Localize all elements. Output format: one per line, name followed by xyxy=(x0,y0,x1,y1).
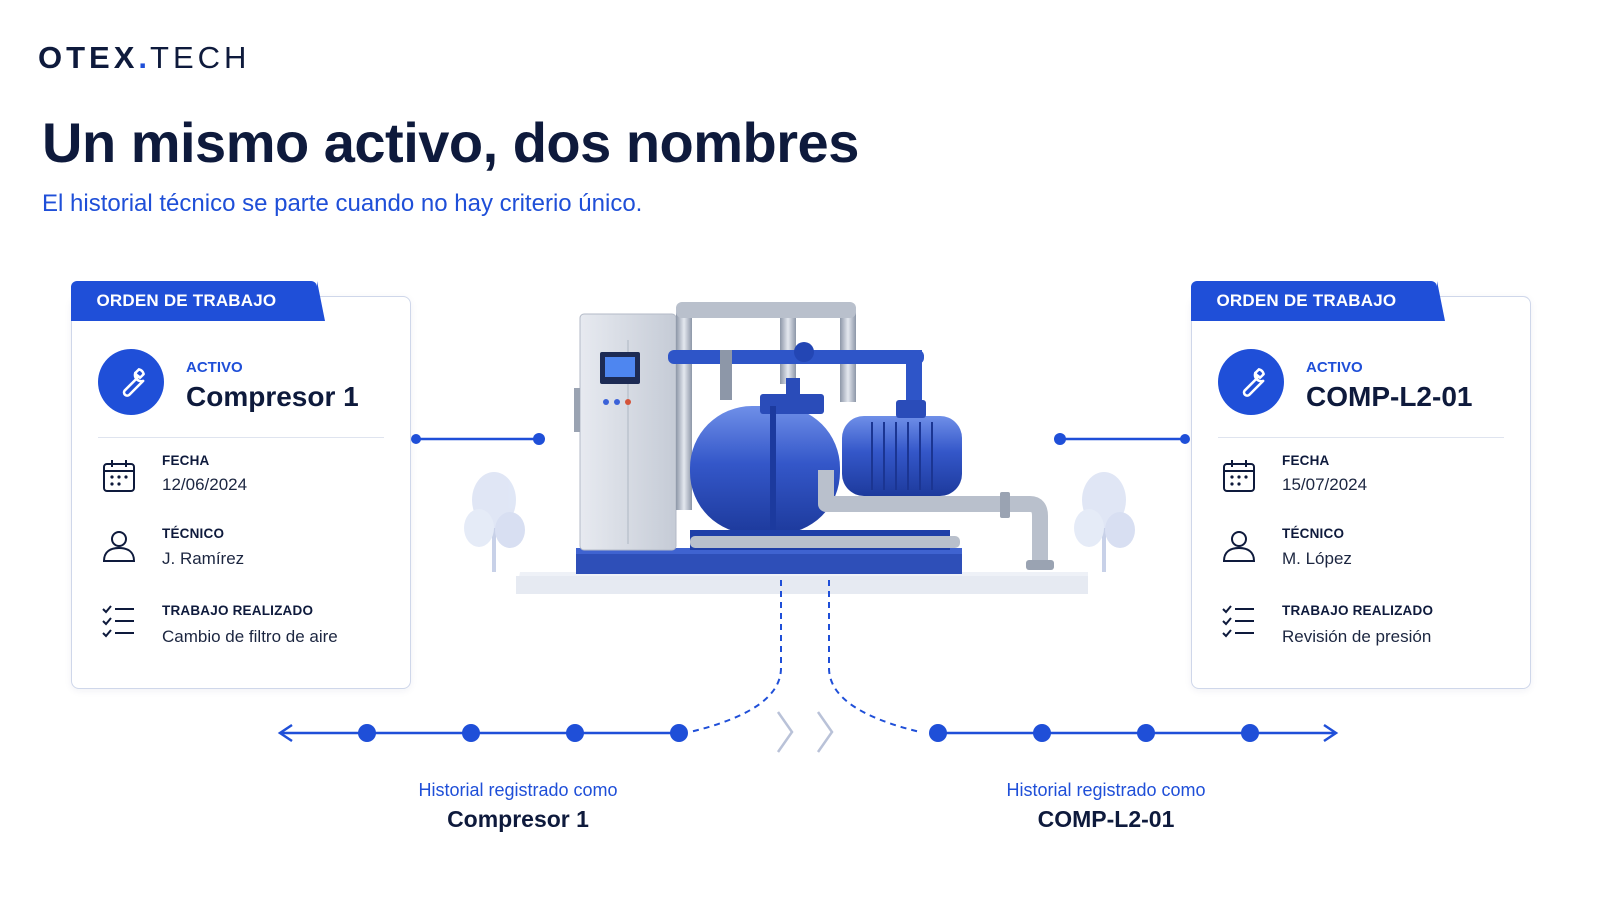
brand-separator: . xyxy=(138,40,151,75)
technician-label: TÉCNICO xyxy=(162,526,225,541)
tree-icon xyxy=(1074,472,1135,572)
asset-name: Compresor 1 xyxy=(186,381,359,412)
work-order-card-right: ORDEN DE TRABAJO ACTIVO COMP-L2-01 FECHA… xyxy=(1190,281,1531,689)
user-icon xyxy=(102,531,136,562)
timeline-node xyxy=(929,724,947,742)
technician-label: TÉCNICO xyxy=(1282,526,1345,541)
asset-label: ACTIVO xyxy=(1306,359,1363,376)
brand-part1: OTEX xyxy=(38,40,139,75)
timeline-node xyxy=(462,724,480,742)
calendar-icon xyxy=(1223,460,1255,492)
work-order-tab: ORDEN DE TRABAJO xyxy=(70,281,325,321)
work-done-value: Revisión de presión xyxy=(1282,627,1432,646)
outlet-pipe xyxy=(690,470,1054,570)
wrench-icon xyxy=(1218,349,1284,415)
date-label: FECHA xyxy=(162,453,210,468)
timeline-node xyxy=(358,724,376,742)
work-done-label: TRABAJO REALIZADO xyxy=(1282,603,1434,618)
page-subtitle: El historial técnico se parte cuando no … xyxy=(42,190,643,217)
card-divider xyxy=(98,437,384,438)
timeline-node xyxy=(1033,724,1051,742)
asset-name: COMP-L2-01 xyxy=(1306,381,1473,412)
work-order-card-left: ORDEN DE TRABAJO ACTIVO Compresor 1 FECH… xyxy=(70,281,411,689)
date-label: FECHA xyxy=(1282,453,1330,468)
date-value: 12/06/2024 xyxy=(162,475,248,494)
date-value: 15/07/2024 xyxy=(1282,475,1368,494)
history-name-left: Compresor 1 xyxy=(447,806,589,832)
connector-left xyxy=(411,433,545,445)
checklist-icon xyxy=(1222,605,1254,638)
timeline-node xyxy=(566,724,584,742)
history-caption-left: Historial registrado como xyxy=(418,780,618,800)
break-icon xyxy=(776,711,834,753)
technician-value: J. Ramírez xyxy=(162,549,245,568)
platform xyxy=(516,548,1088,594)
control-cabinet xyxy=(574,313,677,551)
tree-icon xyxy=(464,472,525,572)
page-title: Un mismo activo, dos nombres xyxy=(42,111,859,174)
card-divider xyxy=(1218,437,1504,438)
history-name-right: COMP-L2-01 xyxy=(1037,806,1175,832)
brand-logo: OTEX.TECH xyxy=(38,40,250,76)
technician-value: M. López xyxy=(1282,549,1352,568)
pipe-manifold xyxy=(668,302,924,510)
asset-label: ACTIVO xyxy=(186,359,243,376)
work-done-label: TRABAJO REALIZADO xyxy=(162,603,314,618)
timeline-node xyxy=(1241,724,1259,742)
split-lines xyxy=(689,580,921,733)
timeline-node xyxy=(670,724,688,742)
history-caption-right: Historial registrado como xyxy=(1006,780,1206,800)
work-done-value: Cambio de filtro de aire xyxy=(162,627,338,646)
work-order-tab: ORDEN DE TRABAJO xyxy=(1190,281,1445,321)
user-icon xyxy=(1222,531,1256,562)
timeline-node xyxy=(1137,724,1155,742)
calendar-icon xyxy=(103,460,135,492)
timeline-left xyxy=(277,723,688,743)
compressor-motor xyxy=(842,400,962,496)
wrench-icon xyxy=(98,349,164,415)
timeline-right xyxy=(929,723,1339,743)
brand-part2: TECH xyxy=(150,40,251,75)
connector-right xyxy=(1054,433,1190,445)
checklist-icon xyxy=(102,605,134,638)
